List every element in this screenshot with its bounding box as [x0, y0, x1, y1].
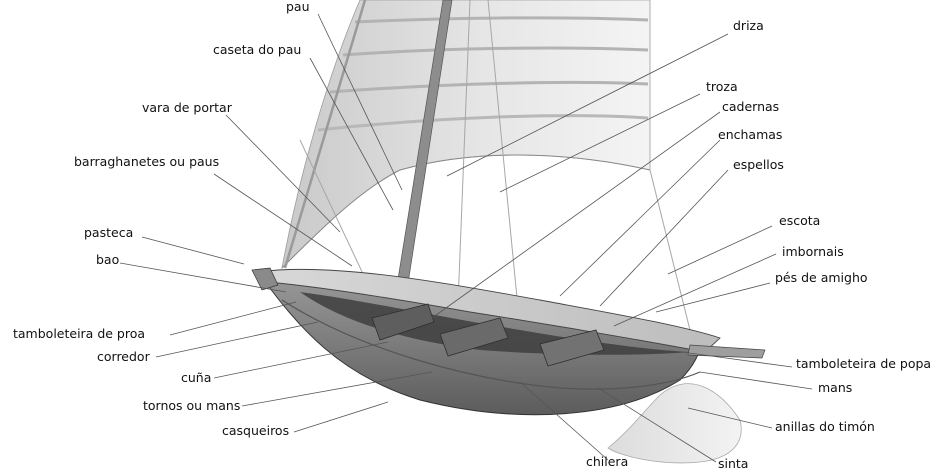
- label-imbornais: imbornais: [782, 244, 844, 259]
- leader-bao: [119, 262, 287, 293]
- label-corredor: corredor: [97, 349, 150, 364]
- leader-anillas: [687, 407, 773, 429]
- label-espellos: espellos: [733, 157, 784, 172]
- leader-corredor: [155, 321, 319, 358]
- label-tornos-ou-mans: tornos ou mans: [143, 398, 241, 413]
- leader-pau: [317, 13, 403, 191]
- label-tamboleteira-de-popa: tamboleteira de popa: [796, 356, 932, 371]
- label-sinta: sinta: [718, 456, 749, 471]
- leader-cadernas: [431, 111, 721, 319]
- label-pau: pau: [286, 0, 310, 14]
- label-vara-de-portar: vara de portar: [142, 100, 232, 115]
- label-pasteca: pasteca: [84, 225, 134, 240]
- rudder: [607, 383, 742, 464]
- label-troza: troza: [706, 79, 738, 94]
- leader-tornos: [241, 371, 433, 407]
- leader-chilera: [519, 381, 609, 461]
- sail: [281, 0, 691, 381]
- leader-escota: [667, 225, 773, 275]
- label-mans: mans: [818, 380, 853, 395]
- leader-enchamas: [559, 139, 721, 297]
- leader-casqueiros: [293, 401, 389, 433]
- leader-troza: [499, 93, 701, 193]
- hull: [251, 267, 766, 416]
- leader-vara: [225, 114, 341, 233]
- label-casqueiros: casqueiros: [222, 423, 290, 438]
- leader-tamb-proa: [169, 301, 297, 336]
- label-tamboleteira-de-proa: tamboleteira de proa: [13, 326, 146, 341]
- label-escota: escota: [779, 213, 821, 228]
- leader-mans: [699, 371, 813, 390]
- label-anillas-do-timon: anillas do timón: [775, 419, 875, 434]
- leader-espellos: [599, 169, 729, 307]
- label-barraghanetes: barraghanetes ou paus: [74, 154, 220, 169]
- label-driza: driza: [733, 18, 764, 33]
- leader-imbornais: [613, 253, 777, 327]
- leader-driza: [446, 33, 729, 177]
- label-chilera: chilera: [586, 454, 629, 469]
- leader-lines: [119, 13, 813, 463]
- label-enchamas: enchamas: [718, 127, 783, 142]
- label-bao: bao: [96, 252, 120, 267]
- label-cadernas: cadernas: [722, 99, 780, 114]
- leader-cuna: [213, 341, 389, 379]
- leader-barraghanetes: [213, 173, 353, 267]
- leader-tamb-popa: [681, 351, 793, 368]
- leader-pes: [655, 282, 771, 313]
- leader-caseta: [309, 57, 394, 211]
- label-cuna: cuña: [181, 370, 212, 385]
- leader-sinta: [597, 387, 717, 463]
- label-caseta-do-pau: caseta do pau: [213, 42, 302, 57]
- leader-pasteca: [141, 236, 245, 265]
- label-pes-de-amigho: pés de amigho: [775, 270, 868, 285]
